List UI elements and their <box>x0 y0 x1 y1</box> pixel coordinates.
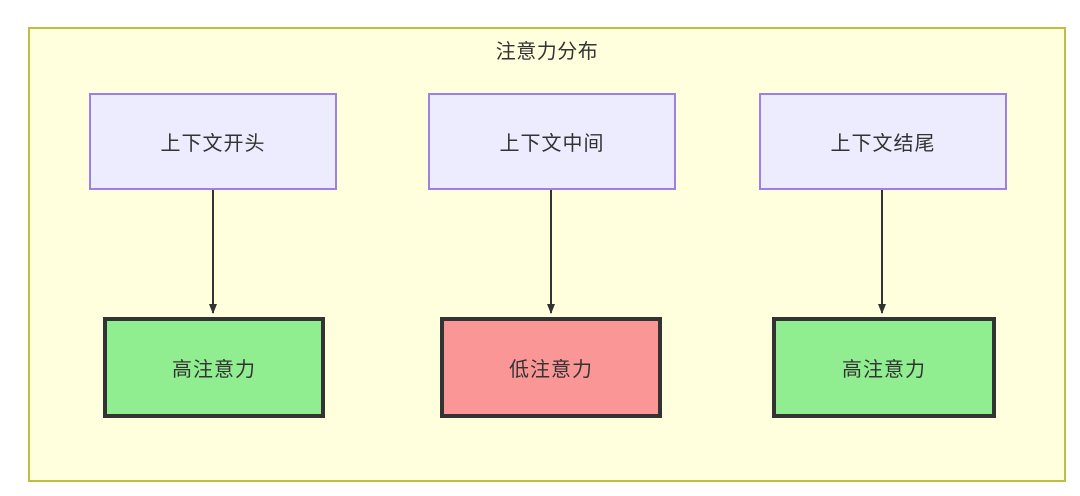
node-high-attention-end[interactable]: 高注意力 <box>772 317 996 418</box>
node-high-attention-start-label: 高注意力 <box>172 359 256 381</box>
node-low-attention-middle[interactable]: 低注意力 <box>440 317 662 418</box>
node-high-attention-end-label: 高注意力 <box>842 359 926 381</box>
node-context-middle[interactable]: 上下文中间 <box>428 93 676 190</box>
node-low-attention-middle-label: 低注意力 <box>509 359 593 381</box>
node-high-attention-start[interactable]: 高注意力 <box>103 317 325 418</box>
node-context-middle-label: 上下文中间 <box>499 133 605 155</box>
node-context-start[interactable]: 上下文开头 <box>89 93 337 190</box>
node-context-end-label: 上下文结尾 <box>830 133 936 155</box>
node-context-end[interactable]: 上下文结尾 <box>759 93 1007 190</box>
node-context-start-label: 上下文开头 <box>160 133 266 155</box>
subgraph-title: 注意力分布 <box>495 41 599 63</box>
